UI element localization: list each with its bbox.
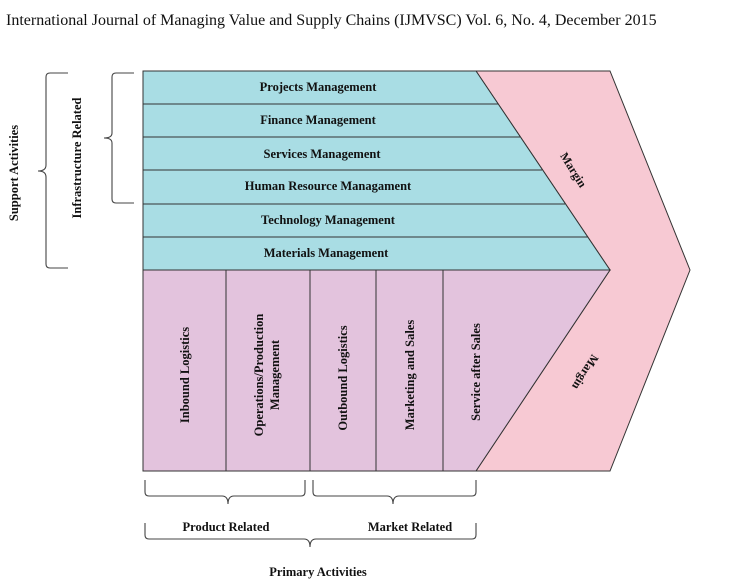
product-related-brace bbox=[144, 480, 306, 505]
primary-col-inbound-logistics: Inbound Logistics bbox=[178, 327, 192, 423]
support-row-projects: Projects Management bbox=[260, 80, 378, 94]
market-related-label: Market Related bbox=[368, 520, 452, 534]
primary-col-operations-line1: Operations/Production bbox=[252, 314, 266, 437]
support-row-services: Services Management bbox=[264, 147, 382, 161]
primary-activities-brace bbox=[144, 523, 477, 548]
support-row-technology: Technology Management bbox=[261, 213, 396, 227]
primary-col-marketing-sales: Marketing and Sales bbox=[403, 320, 417, 431]
primary-col-service-after-sales: Service after Sales bbox=[469, 323, 483, 421]
journal-header: International Journal of Managing Value … bbox=[6, 12, 657, 29]
infrastructure-related-label: Infrastructure Related bbox=[70, 97, 84, 218]
support-activities-label: Support Activities bbox=[7, 125, 21, 221]
primary-activities-label: Primary Activities bbox=[269, 565, 367, 579]
support-activities-brace bbox=[37, 72, 68, 269]
infrastructure-related-brace bbox=[103, 72, 134, 204]
support-row-materials: Materials Management bbox=[264, 246, 389, 260]
product-related-label: Product Related bbox=[183, 520, 270, 534]
market-related-brace bbox=[312, 480, 477, 505]
primary-col-outbound-logistics: Outbound Logistics bbox=[336, 325, 350, 430]
primary-col-operations-line2: Management bbox=[268, 339, 282, 410]
support-row-human-resource: Human Resource Managament bbox=[245, 179, 412, 193]
support-row-finance: Finance Management bbox=[260, 113, 376, 127]
